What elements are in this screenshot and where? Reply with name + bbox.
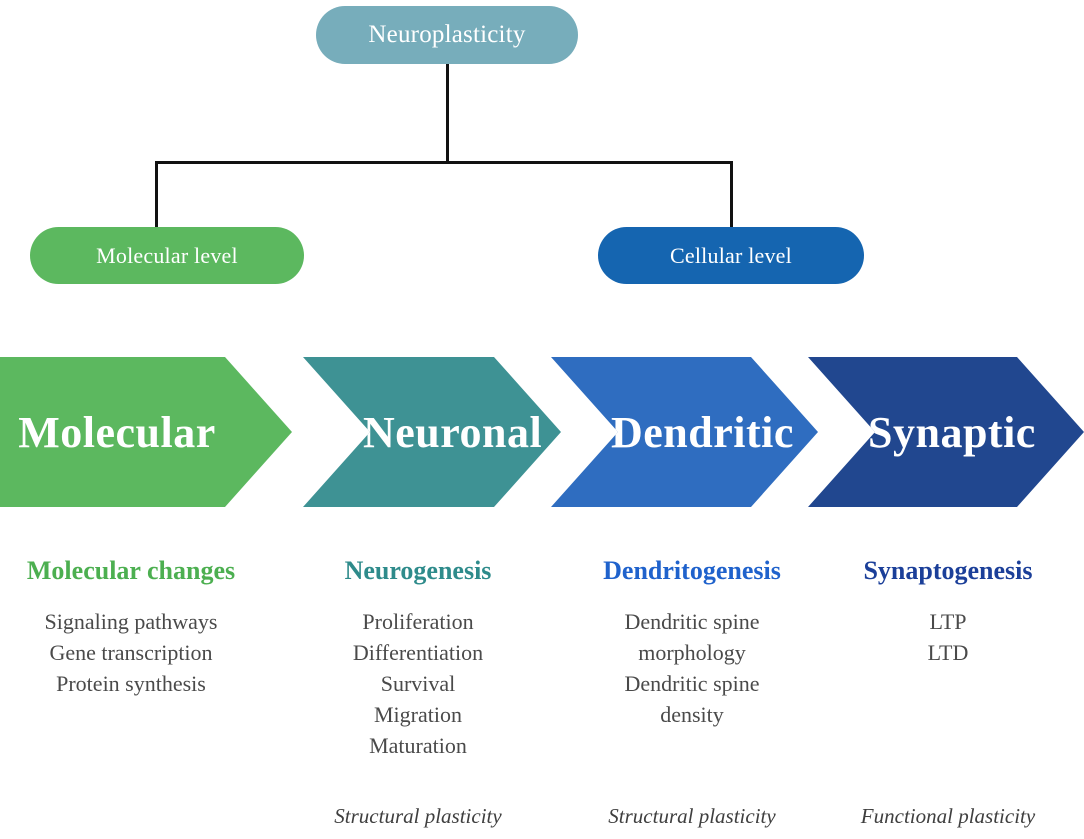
column-neuronal-caption: Structural plasticity [334,804,502,828]
chevron-dendritic: Dendritic [551,357,818,507]
chevron-synaptic-label: Synaptic [868,407,1036,457]
chevron-synaptic: Synaptic [808,357,1084,507]
chevron-dendritic-label: Dendritic [611,407,794,457]
column-neuronal: Neurogenesis Proliferation Differentiati… [300,556,536,828]
list-item: LTD [927,640,969,665]
column-molecular-items: Signaling pathways Gene transcription Pr… [0,606,262,699]
list-item: Migration [374,702,462,727]
column-synaptic-caption: Functional plasticity [860,804,1036,828]
chevron-neuronal-label: Neuronal [363,407,543,457]
list-item: Survival [380,671,456,696]
column-synaptic: Synaptogenesis LTP LTD Functional plasti… [824,556,1072,828]
chevron-molecular-label: Molecular [18,407,216,457]
list-item: Gene transcription [49,640,213,665]
list-item: Proliferation [362,609,474,634]
branch-node-cellular-level: Cellular level [598,227,864,284]
connector-root-vertical [446,64,449,163]
list-item: LTP [929,609,967,634]
list-item: Protein synthesis [56,671,206,696]
list-item: Signaling pathways [44,609,218,634]
chevron-process-band: Molecular Neuronal Dendritic Synaptic [0,357,1084,507]
chevron-molecular: Molecular [0,357,292,507]
list-item: Dendritic spine [624,671,760,696]
column-neuronal-items: Proliferation Differentiation Survival M… [300,606,536,761]
list-item: Dendritic spine [624,609,760,634]
list-item: Maturation [369,733,467,758]
column-dendritic: Dendritogenesis Dendritic spine morpholo… [568,556,816,828]
column-neuronal-heading: Neurogenesis [344,556,492,585]
root-node-neuroplasticity: Neuroplasticity [316,6,578,64]
chevron-neuronal: Neuronal [303,357,561,507]
column-dendritic-caption: Structural plasticity [608,804,776,828]
connector-horizontal-bar [155,161,733,164]
connector-right-vertical [730,161,733,229]
connector-left-vertical [155,161,158,229]
column-synaptic-items: LTP LTD [824,606,1072,668]
branch-node-molecular-level: Molecular level [30,227,304,284]
detail-columns: Molecular changes Signaling pathways Gen… [0,556,1084,839]
list-item: density [660,702,724,727]
column-molecular: Molecular changes Signaling pathways Gen… [0,556,262,699]
column-dendritic-heading: Dendritogenesis [603,556,781,585]
column-synaptic-heading: Synaptogenesis [863,556,1033,585]
column-dendritic-items: Dendritic spine morphology Dendritic spi… [568,606,816,730]
list-item: Differentiation [352,640,484,665]
list-item: morphology [638,640,746,665]
column-molecular-heading: Molecular changes [26,556,236,585]
